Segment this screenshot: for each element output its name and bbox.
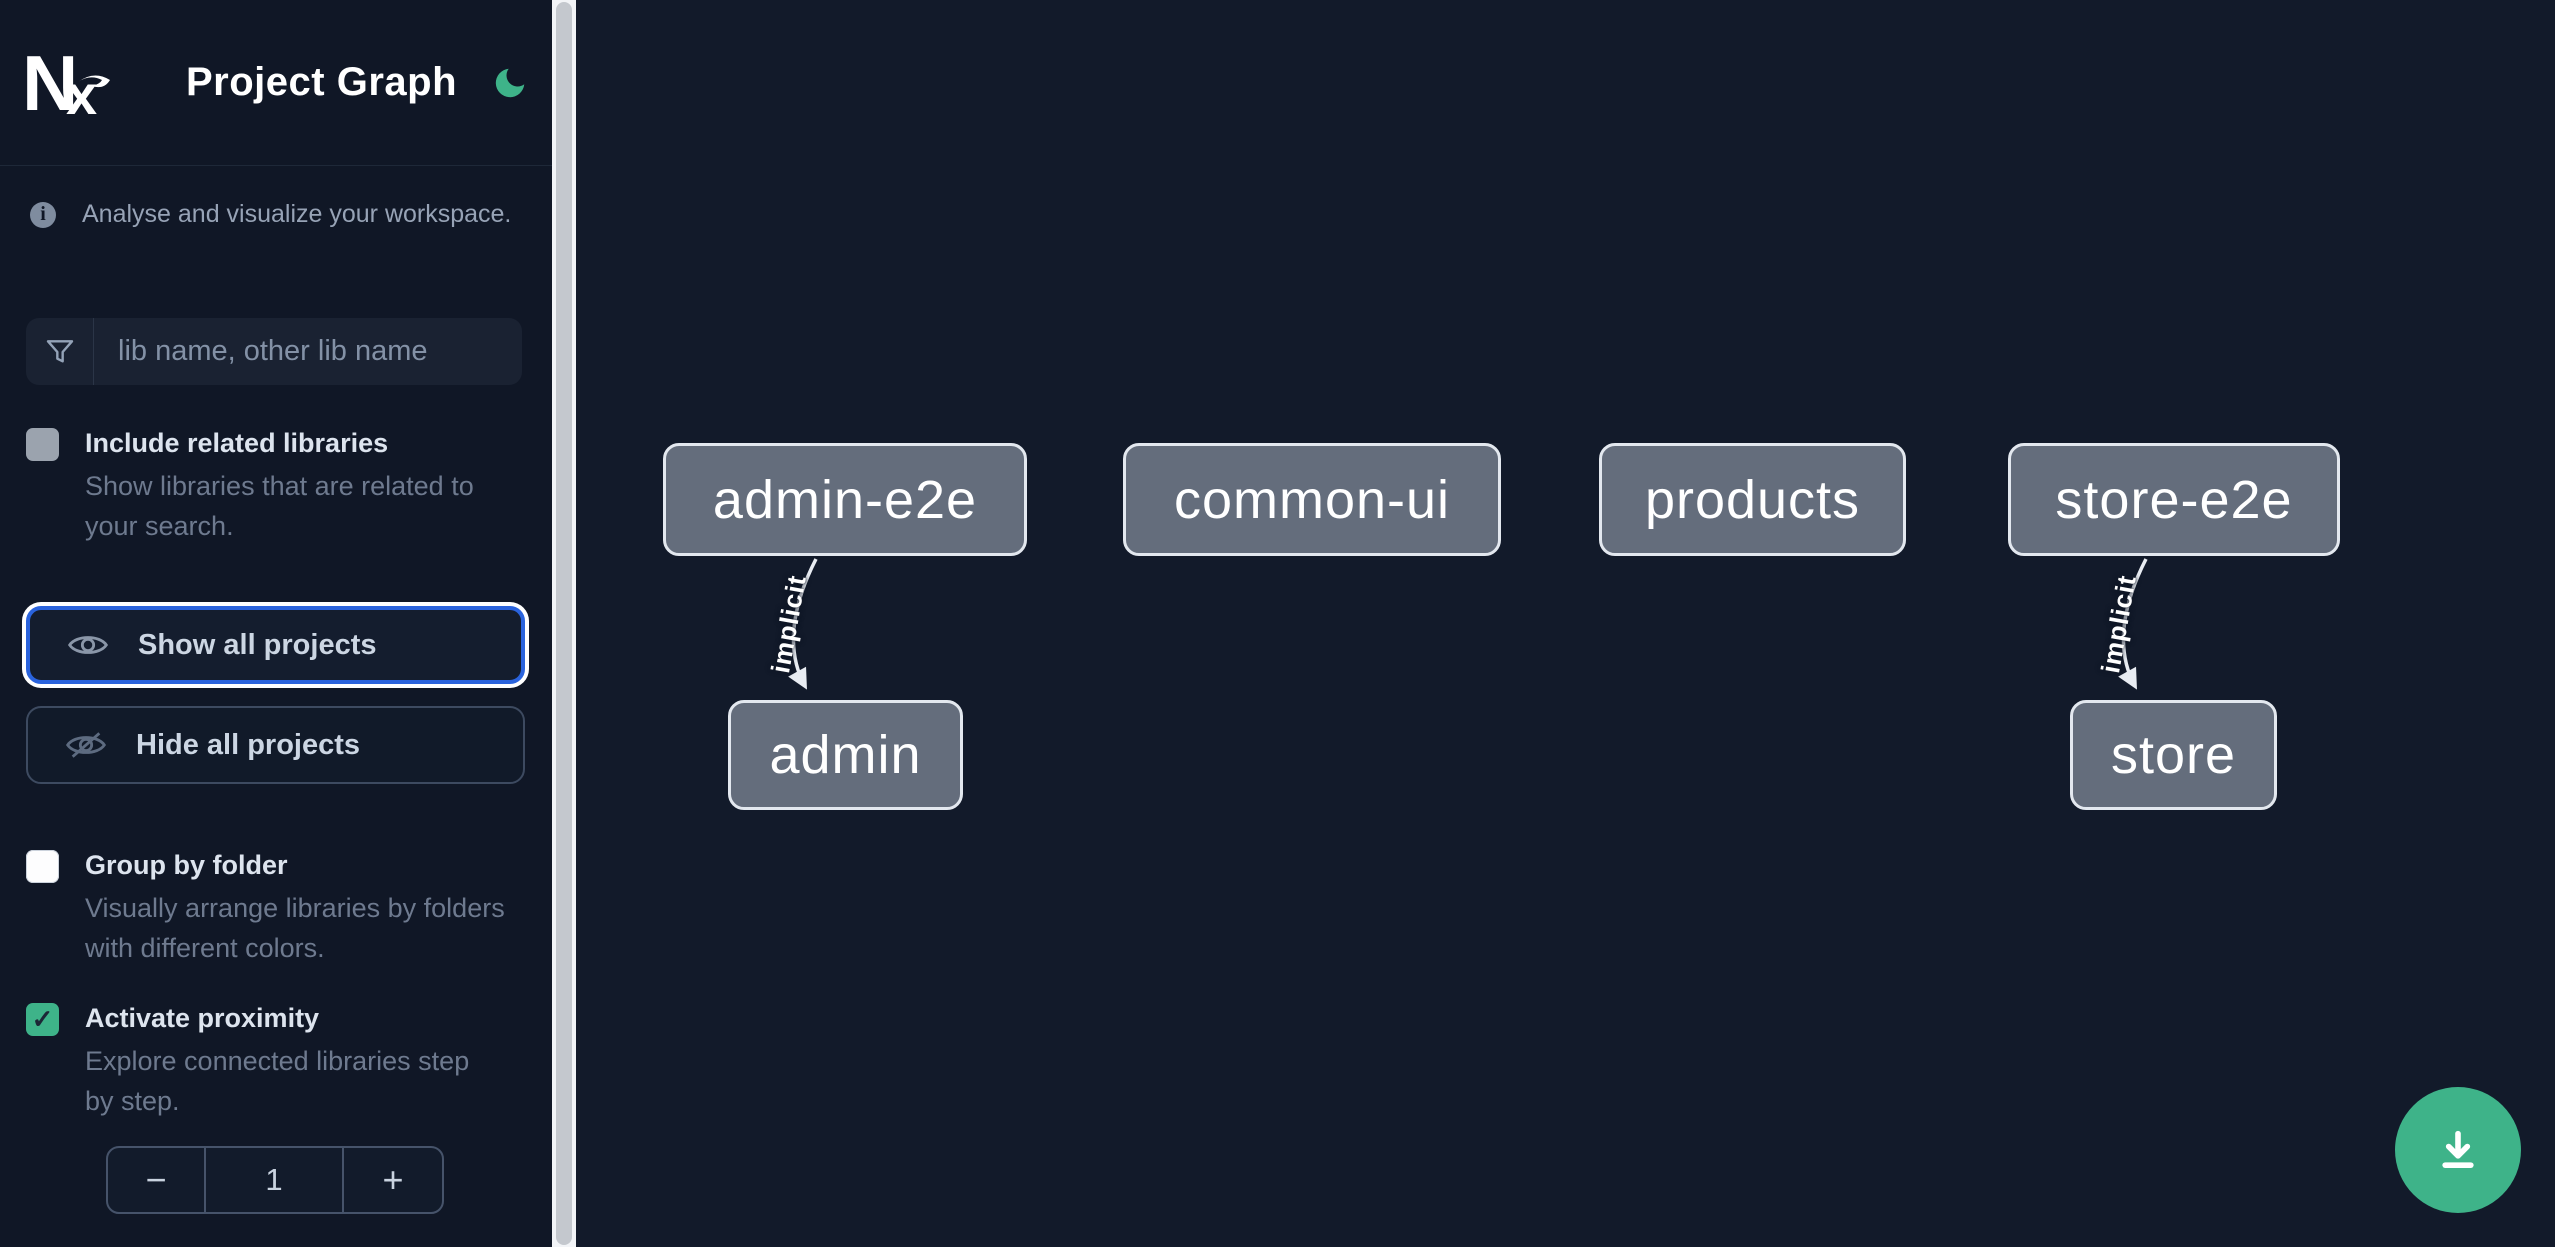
info-icon: i bbox=[30, 201, 56, 228]
sidebar-scrollbar-thumb[interactable] bbox=[556, 2, 572, 1245]
toggle-include-related: Include related libraries Show libraries… bbox=[26, 426, 526, 546]
graph-node-store[interactable]: store bbox=[2070, 700, 2277, 810]
eye-icon bbox=[68, 636, 108, 654]
sidebar: N x Project Graph i Analyse and visualiz… bbox=[0, 0, 576, 1247]
hide-all-label: Hide all projects bbox=[136, 728, 361, 761]
toggle-description: Explore connected libraries step by step… bbox=[85, 1046, 470, 1116]
proximity-depth-stepper: − 1 + bbox=[106, 1146, 444, 1214]
page-title: Project Graph bbox=[186, 60, 458, 104]
sidebar-scrollbar-track[interactable] bbox=[552, 0, 576, 1247]
toggle-label: Group by folder bbox=[85, 850, 288, 880]
svg-text:x: x bbox=[66, 63, 97, 116]
stepper-increment-button[interactable]: + bbox=[342, 1148, 442, 1212]
graph-canvas[interactable] bbox=[576, 0, 2555, 1247]
stepper-value[interactable]: 1 bbox=[265, 1162, 283, 1197]
graph-node-store-e2e[interactable]: store-e2e bbox=[2008, 443, 2340, 556]
toggle-group-by-folder: Group by folder Visually arrange librari… bbox=[26, 848, 526, 968]
include-related-checkbox[interactable] bbox=[26, 428, 59, 461]
graph-node-common-ui[interactable]: common-ui bbox=[1123, 443, 1501, 556]
graph-node-admin[interactable]: admin bbox=[728, 700, 963, 810]
tagline-row: i Analyse and visualize your workspace. bbox=[30, 200, 530, 229]
search-box bbox=[26, 318, 522, 385]
sidebar-header: N x Project Graph bbox=[0, 0, 576, 166]
toggle-label: Activate proximity bbox=[85, 1003, 320, 1033]
toggle-label: Include related libraries bbox=[85, 428, 389, 458]
toggle-activate-proximity: ✓ Activate proximity Explore connected l… bbox=[26, 1001, 526, 1121]
toggle-description: Show libraries that are related to your … bbox=[85, 471, 474, 541]
tagline-text: Analyse and visualize your workspace. bbox=[82, 200, 512, 228]
download-icon bbox=[2442, 1130, 2474, 1168]
show-all-projects-button[interactable]: Show all projects bbox=[26, 606, 525, 684]
graph-node-products[interactable]: products bbox=[1599, 443, 1906, 556]
download-graph-button[interactable] bbox=[2395, 1087, 2521, 1213]
toggle-description: Visually arrange libraries by folders wi… bbox=[85, 893, 505, 963]
hide-all-projects-button[interactable]: Hide all projects bbox=[26, 706, 525, 784]
moon-icon bbox=[495, 68, 525, 97]
activate-proximity-checkbox[interactable]: ✓ bbox=[26, 1003, 59, 1036]
group-by-folder-checkbox[interactable] bbox=[26, 850, 59, 883]
show-all-label: Show all projects bbox=[138, 628, 377, 661]
nx-logo-icon: N x bbox=[26, 50, 110, 116]
filter-funnel-icon bbox=[46, 339, 73, 363]
eye-off-icon bbox=[66, 732, 106, 758]
theme-toggle-button[interactable] bbox=[488, 61, 532, 105]
stepper-decrement-button[interactable]: − bbox=[108, 1148, 206, 1212]
filter-icon-cell bbox=[26, 318, 94, 385]
graph-node-admin-e2e[interactable]: admin-e2e bbox=[663, 443, 1027, 556]
search-input[interactable] bbox=[94, 318, 522, 385]
svg-text:N: N bbox=[26, 50, 78, 116]
